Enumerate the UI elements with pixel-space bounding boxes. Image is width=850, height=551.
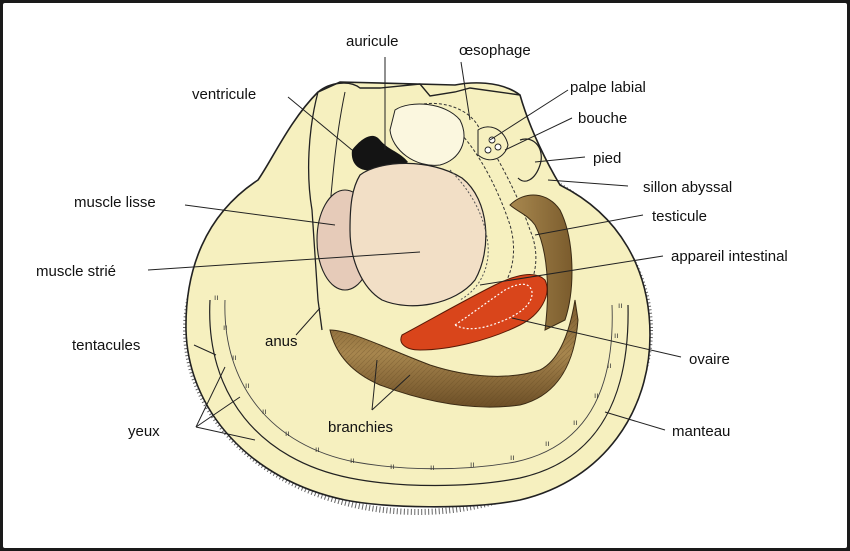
- svg-text:ıı: ıı: [618, 301, 622, 310]
- mantle-band: [209, 299, 629, 487]
- label-manteau: manteau: [672, 423, 730, 440]
- svg-text:ıı: ıı: [285, 429, 289, 438]
- svg-text:ıı: ıı: [214, 293, 218, 302]
- svg-text:ıı: ıı: [470, 460, 474, 469]
- heart: [351, 135, 408, 171]
- label-muscle-strie: muscle strié: [36, 263, 116, 280]
- svg-text:ıı: ıı: [573, 418, 577, 427]
- label-branchies: branchies: [328, 419, 393, 436]
- svg-text:ıı: ıı: [245, 381, 249, 390]
- label-testicule: testicule: [652, 208, 707, 225]
- svg-text:ıı: ıı: [545, 439, 549, 448]
- diagram-frame: ıı ıı ıı ıı ıı ıı ıı ıı ıı ıı ıı ıı ıı ı…: [3, 3, 847, 548]
- eyes-marks: ıı ıı ıı ıı ıı ıı ıı ıı ıı ıı ıı ıı ıı ı…: [214, 293, 622, 472]
- svg-text:ıı: ıı: [262, 407, 266, 416]
- label-bouche: bouche: [578, 110, 627, 127]
- svg-text:ıı: ıı: [390, 462, 394, 471]
- ovary: [400, 274, 548, 351]
- svg-text:ıı: ıı: [315, 445, 319, 454]
- striated-muscle: [349, 162, 487, 307]
- ovary-gut-dotted: [454, 283, 533, 330]
- labial-palps: [477, 126, 509, 161]
- scallop-anatomy-diagram: ıı ıı ıı ıı ıı ıı ıı ıı ıı ıı ıı ıı ıı ı…: [36, 33, 788, 515]
- hinge-outline: [317, 82, 521, 97]
- gills-texture: [330, 300, 578, 408]
- label-auricule: auricule: [346, 33, 399, 50]
- label-ventricule: ventricule: [192, 86, 256, 103]
- svg-text:ıı: ıı: [223, 323, 227, 332]
- label-yeux: yeux: [128, 423, 160, 440]
- label-ovaire: ovaire: [689, 351, 730, 368]
- testis: [509, 194, 573, 331]
- svg-text:ıı: ıı: [614, 331, 618, 340]
- svg-text:ıı: ıı: [350, 456, 354, 465]
- label-anus: anus: [265, 333, 298, 350]
- leader-lines: [147, 57, 682, 441]
- svg-text:ıı: ıı: [510, 453, 514, 462]
- label-sillon-abyssal: sillon abyssal: [643, 179, 732, 196]
- label-muscle-lisse: muscle lisse: [74, 194, 156, 211]
- label-palpe-labial: palpe labial: [570, 79, 646, 96]
- foot: [517, 138, 542, 182]
- label-tentacules: tentacules: [72, 337, 140, 354]
- digestive-gland: [389, 103, 465, 166]
- label-pied: pied: [593, 150, 621, 167]
- gut-dotted-outer: [404, 102, 537, 330]
- label-oesophage: œsophage: [459, 42, 531, 59]
- intestine: [449, 169, 489, 301]
- mantle-inner-line: [224, 299, 613, 470]
- label-appareil-intestinal: appareil intestinal: [671, 248, 788, 265]
- svg-text:ıı: ıı: [594, 391, 598, 400]
- svg-text:ıı: ıı: [430, 463, 434, 472]
- svg-text:ıı: ıı: [232, 353, 236, 362]
- svg-text:ıı: ıı: [607, 361, 611, 370]
- left-ear: [307, 91, 323, 331]
